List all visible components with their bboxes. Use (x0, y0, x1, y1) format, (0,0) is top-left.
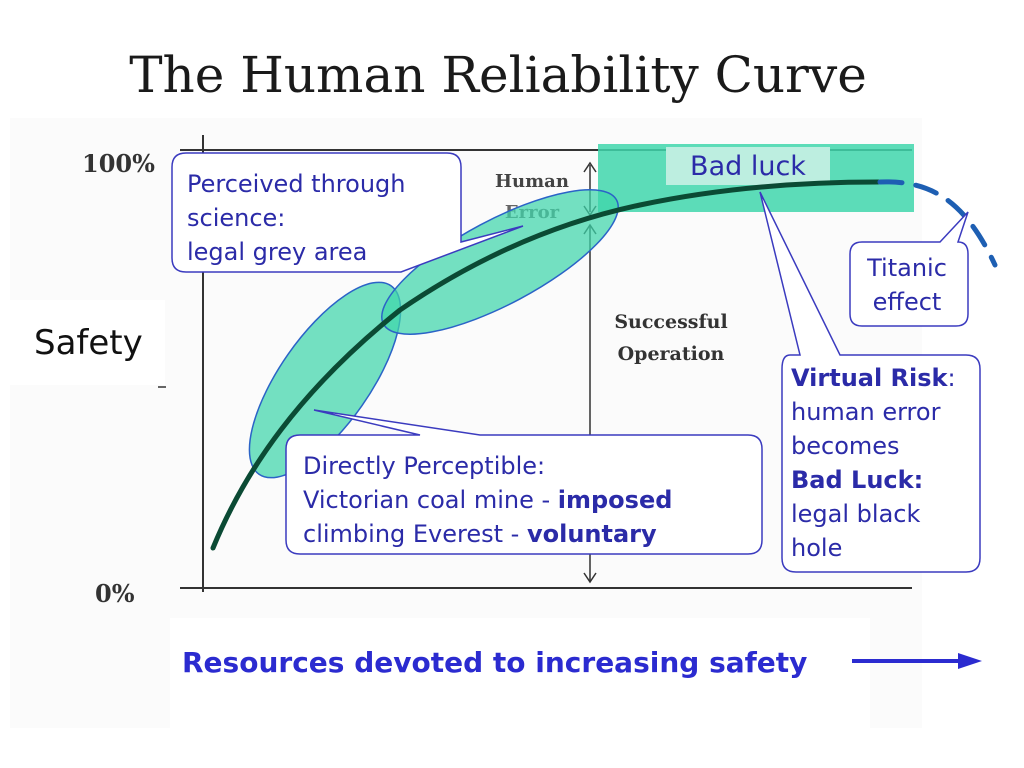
human-error-label-1: Human (495, 171, 569, 192)
x-axis-label: Resources devoted to increasing safety (182, 646, 807, 679)
x-axis-arrow-head-icon (958, 653, 982, 669)
virtual-line-3: becomes (791, 432, 900, 460)
directly-line-1: Directly Perceptible: (303, 452, 545, 480)
title-panel (0, 0, 920, 120)
titanic-callout (849, 211, 969, 327)
bad-luck-label-bg (666, 147, 830, 185)
y-tick-0: 0% (95, 579, 135, 608)
successful-label-2: Operation (618, 343, 725, 365)
human-error-arrow-up (583, 161, 597, 173)
titanic-line-1: Titanic (866, 254, 947, 282)
perceived-line-2: science: (187, 204, 285, 232)
diagram-title: The Human Reliability Curve (129, 46, 867, 104)
titanic-dashed-curve (877, 179, 998, 268)
virtual-line-5: legal black (791, 500, 920, 528)
perceived-line-3: legal grey area (187, 238, 367, 266)
successful-arrow-down (583, 572, 597, 584)
bad-luck-label: Bad luck (690, 151, 806, 182)
x-label-panel (170, 618, 870, 728)
successful-label-1: Successful (614, 311, 727, 333)
virtual-line-6: hole (791, 534, 842, 562)
directly-line-2: Victorian coal mine - imposed (303, 486, 672, 514)
perceived-line-1: Perceived through (187, 170, 405, 198)
directly-line-3: climbing Everest - voluntary (303, 520, 657, 548)
safety-label-panel (0, 300, 165, 385)
directly-perceptible-callout (285, 409, 763, 555)
titanic-line-2: effect (873, 288, 942, 316)
y-axis-label: Safety (34, 323, 143, 363)
reliability-curve (210, 179, 881, 551)
y-tick-100: 100% (82, 149, 155, 178)
virtual-line-2: human error (791, 398, 941, 426)
perceived-callout (171, 152, 524, 273)
virtual-line-4: Bad Luck: (791, 466, 923, 494)
virtual-line-1: Virtual Risk: (791, 364, 956, 392)
virtual-risk-callout (759, 191, 981, 573)
